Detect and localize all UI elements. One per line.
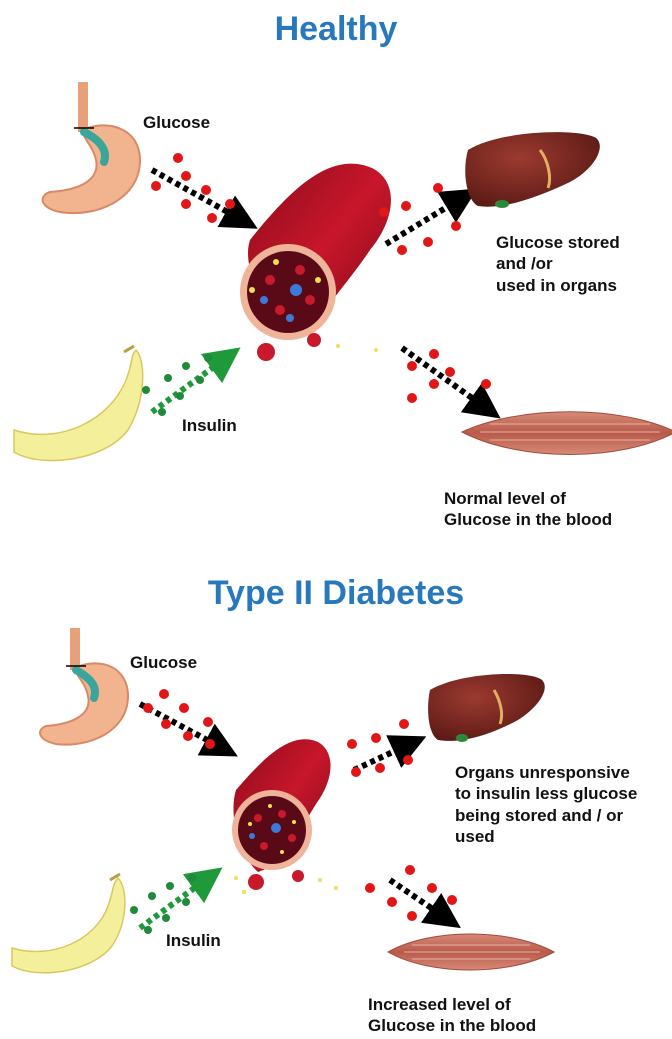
diabetes-glucose-label: Glucose — [130, 652, 197, 673]
stomach-icon-2 — [40, 628, 128, 745]
blood-vessel-icon-2 — [232, 739, 338, 894]
pancreas-icon-2 — [12, 874, 125, 973]
glucose-dots-6 — [365, 865, 457, 921]
diabetes-blood-text: Increased level of Glucose in the blood — [368, 994, 536, 1037]
glucose-dots-5 — [347, 719, 413, 777]
diabetes-organs-text: Organs unresponsive to insulin less gluc… — [455, 762, 637, 847]
diabetes-insulin-label: Insulin — [166, 930, 221, 951]
muscle-icon-2 — [388, 934, 554, 970]
liver-icon-2 — [428, 674, 545, 742]
